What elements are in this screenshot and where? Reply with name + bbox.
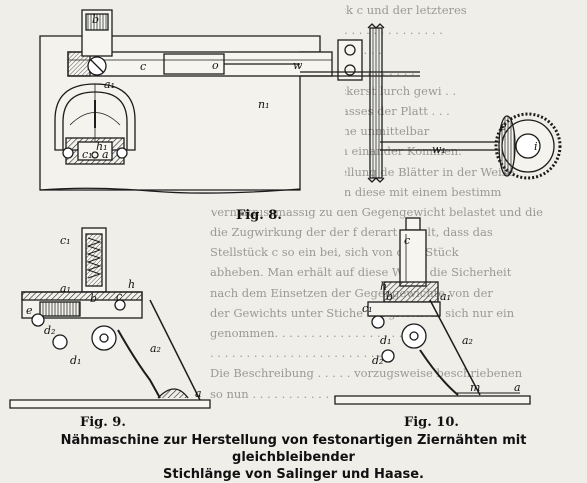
figure-8-labels: b c o w a₁ n₁ h₁ w₁ a c₁ i e (82, 13, 538, 161)
fig9-label-c1: c₁ (60, 234, 71, 247)
fig8-label-e: e (500, 120, 507, 133)
fig8-label-a1: a₁ (104, 78, 115, 91)
plate-caption-line-1: Nähmaschine zur Herstellung von festonar… (60, 433, 527, 465)
fig8-label-h1: h₁ (96, 140, 108, 153)
fig10-label-a1: a₁ (440, 290, 451, 303)
fig8-label-n1: n₁ (258, 98, 270, 111)
plate-caption-line-2: Stichlänge von Salinger und Haase. (163, 467, 424, 482)
fig9-caption: Fig. 9. (80, 415, 126, 430)
fig9-label-a2: a₂ (150, 342, 161, 355)
fig9-label-d2: d₂ (44, 324, 55, 337)
fig9-label-e: e (26, 304, 33, 317)
fig10-label-d1: d₁ (380, 334, 391, 347)
fig9-label-b: b (90, 292, 97, 305)
figure-9-labels: c₁ a₁ h e a₂ d₁ d₂ a b c (26, 234, 202, 400)
fig8-label-w1: w₁ (432, 143, 446, 156)
fig8-label-a: a (102, 148, 109, 161)
fig10-caption: Fig. 10. (404, 415, 459, 430)
fig10-label-c1: c₁ (362, 302, 373, 315)
bg-line: . . . . . . . . . . . . . . . . . . . . … (210, 346, 382, 361)
fig9-label-a: a (195, 387, 202, 400)
fig9-label-a1: a₁ (60, 282, 71, 295)
bg-line: abheben. Man erhält auf diese Weise die … (210, 265, 512, 280)
fig10-label-a2: a₂ (462, 334, 473, 347)
fig9-label-h: h (128, 278, 135, 291)
fig10-label-a: a (514, 381, 521, 394)
fig8-label-c: c (140, 60, 146, 73)
bg-line: Stellstück c so ein bei, sich von dem St… (210, 245, 459, 260)
fig8-label-o: o (212, 59, 219, 72)
fig10-label-m: m (470, 381, 480, 394)
fig9-label-d1: d₁ (70, 354, 81, 367)
plate-caption: Nähmaschine zur Herstellung von festonar… (0, 432, 587, 483)
fig10-label-d2: d₂ (372, 354, 383, 367)
figure-8 (0, 0, 562, 210)
fig8-label-w: w (293, 59, 303, 72)
fig10-label-c: c (404, 234, 410, 247)
fig9-label-c: c (116, 290, 122, 303)
fig8-caption: Fig. 8. (236, 208, 282, 223)
fig10-label-h: h (380, 280, 387, 293)
figure-10 (334, 217, 531, 405)
figure-10-labels: c h b a₁ d₁ d₂ a₂ a c₁ m (362, 234, 521, 394)
bg-line: genommen. . . . . . . . . . . . . . . . … (210, 326, 418, 340)
fig10-label-b: b (386, 290, 393, 303)
fig8-label-c1: c₁ (82, 148, 93, 161)
fig8-label-b: b (92, 13, 99, 26)
bg-line: Die Beschreibung . . . . . vorzugsweise … (210, 366, 523, 381)
fig8-label-i: i (534, 140, 538, 153)
illustration-plate: b c o w a₁ n₁ h₁ w₁ a c₁ i e c₁ a₁ h e a… (0, 0, 562, 409)
figure-9 (9, 227, 211, 409)
